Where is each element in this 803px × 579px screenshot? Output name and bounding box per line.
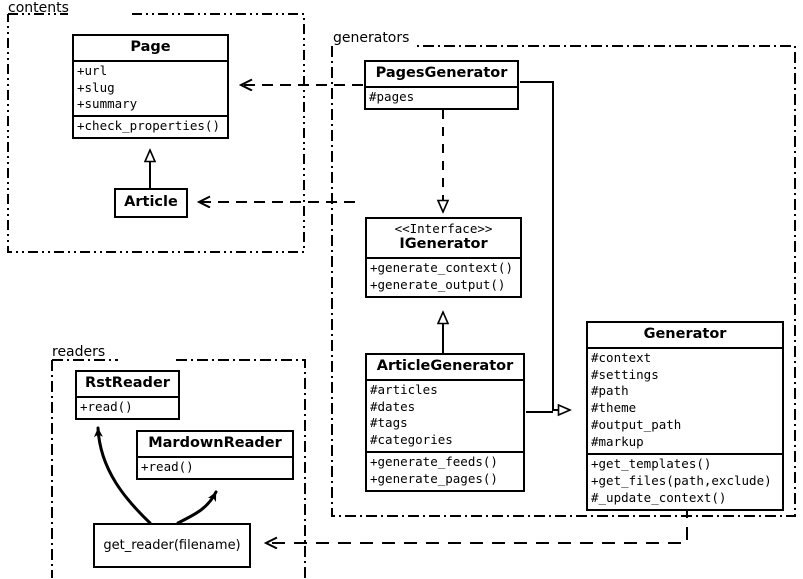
class-name-igenerator: <<Interface>> IGenerator <box>367 219 520 257</box>
class-attributes-pagesgenerator: #pages <box>366 85 517 108</box>
method: +generate_feeds() <box>370 454 498 470</box>
class-box-generator[interactable]: Generator #context #settings #path #them… <box>586 321 784 511</box>
class-box-igenerator[interactable]: <<Interface>> IGenerator +generate_conte… <box>365 217 522 298</box>
method: +generate_pages() <box>370 471 498 487</box>
function-label-get-reader: get_reader(filename) <box>103 538 241 553</box>
attribute: #output_path <box>591 417 682 433</box>
attribute: #markup <box>591 434 644 450</box>
attribute: #articles <box>370 381 438 397</box>
class-name-articlegenerator: ArticleGenerator <box>376 358 514 374</box>
method: +check_properties() <box>77 118 220 134</box>
relation-getreader-to-rstreader <box>93 426 152 525</box>
relation-generator-to-getreader <box>266 505 688 543</box>
class-methods-articlegenerator: +generate_feeds() +generate_pages() <box>367 451 523 490</box>
class-box-article[interactable]: Article <box>114 188 188 218</box>
attribute: #settings <box>591 366 659 382</box>
class-name-page: Page <box>130 39 171 55</box>
method: #_update_context() <box>591 489 727 505</box>
method: +read() <box>80 398 133 414</box>
class-methods-rstreader: +read() <box>77 395 178 418</box>
class-name-rstreader: RstReader <box>85 375 170 391</box>
attribute: #theme <box>591 400 637 416</box>
class-name-article: Article <box>124 194 178 210</box>
function-box-get-reader[interactable]: get_reader(filename) <box>93 523 251 568</box>
class-name-pagesgenerator: PagesGenerator <box>375 65 508 81</box>
method: +generate_context() <box>370 260 513 276</box>
class-stereotype-igenerator: <<Interface>> <box>394 221 493 236</box>
relation-getreader-to-mardownreader <box>176 490 218 525</box>
attribute: #pages <box>369 88 415 104</box>
attribute: #tags <box>370 415 408 431</box>
attribute: #categories <box>370 432 453 448</box>
class-box-articlegenerator[interactable]: ArticleGenerator #articles #dates #tags … <box>365 353 525 492</box>
method: +get_files(path,exclude) <box>591 472 772 488</box>
attribute: #context <box>591 349 652 365</box>
method: +get_templates() <box>591 455 712 471</box>
class-name-generator: Generator <box>643 326 727 342</box>
class-box-pagesgenerator[interactable]: PagesGenerator #pages <box>364 60 519 110</box>
class-name-label-igenerator: IGenerator <box>399 236 488 253</box>
package-label-contents: contents <box>8 0 69 16</box>
class-name-mardownreader: MardownReader <box>148 435 282 451</box>
attribute: +summary <box>77 96 138 112</box>
class-methods-page: +check_properties() <box>74 115 227 137</box>
class-box-mardownreader[interactable]: MardownReader +read() <box>136 430 294 480</box>
relation-pagesgenerator-to-generator <box>520 81 570 410</box>
package-label-generators: generators <box>333 30 410 46</box>
class-box-rstreader[interactable]: RstReader +read() <box>75 370 180 420</box>
method: +read() <box>141 458 194 474</box>
class-methods-mardownreader: +read() <box>138 455 292 478</box>
class-methods-generator: +get_templates() +get_files(path,exclude… <box>588 452 782 509</box>
method: +generate_output() <box>370 276 506 292</box>
attribute: #dates <box>370 398 416 414</box>
class-box-page[interactable]: Page +url +slug +summary +check_properti… <box>72 34 229 140</box>
package-frame-readers <box>51 359 306 578</box>
attribute: +slug <box>77 79 115 95</box>
class-methods-igenerator: +generate_context() +generate_output() <box>367 257 520 296</box>
class-attributes-articlegenerator: #articles #dates #tags #categories <box>367 378 523 452</box>
package-frame-contents <box>7 13 305 253</box>
package-label-readers: readers <box>52 344 106 360</box>
attribute: #path <box>591 383 629 399</box>
attribute: +url <box>77 62 108 78</box>
class-attributes-page: +url +slug +summary <box>74 59 227 116</box>
package-frame-generators <box>331 45 796 517</box>
class-attributes-generator: #context #settings #path #theme #output_… <box>588 346 782 453</box>
